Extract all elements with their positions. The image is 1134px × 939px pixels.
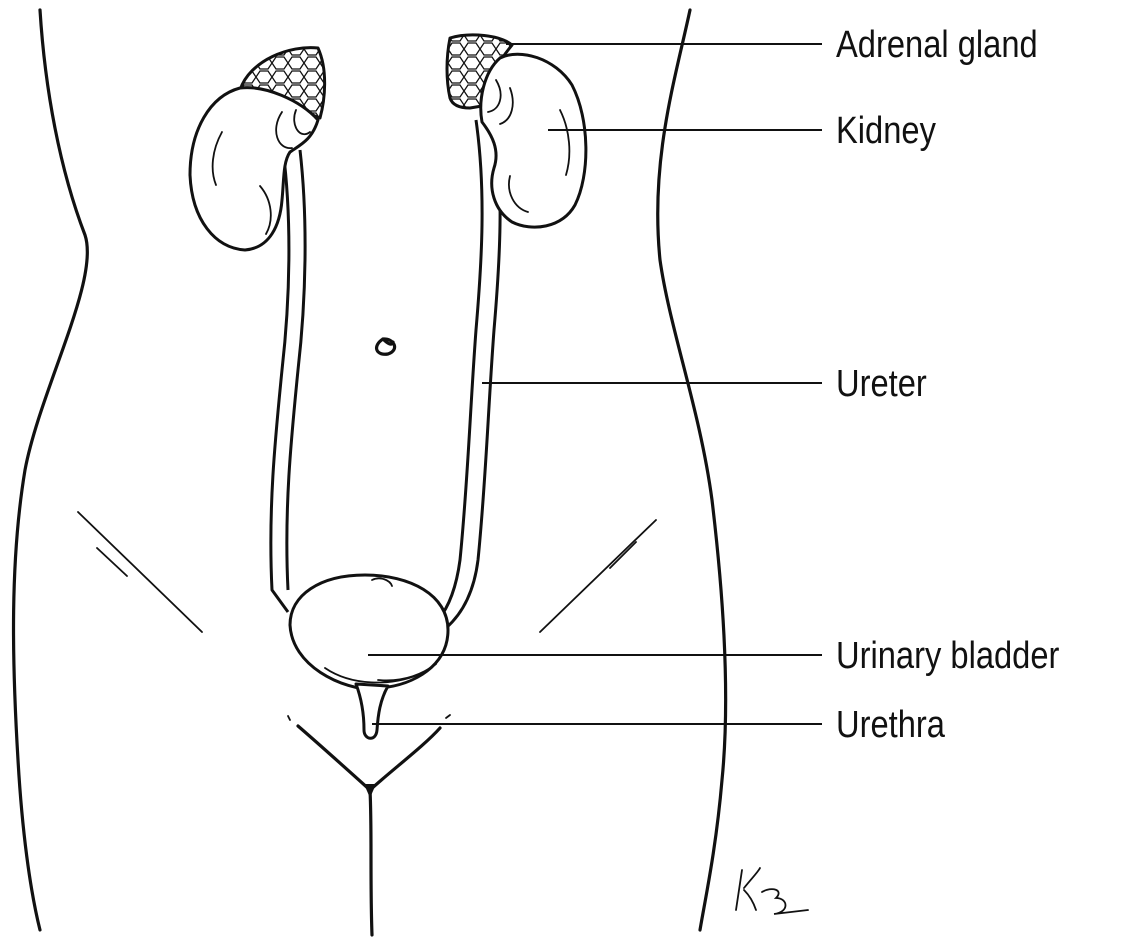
crotch-knot xyxy=(364,784,376,798)
body-outline-right xyxy=(658,10,726,930)
hip-line-right-inner xyxy=(610,542,636,568)
body-outline-left xyxy=(14,10,88,930)
hip-line-right xyxy=(540,520,656,632)
hip-line-left xyxy=(78,512,202,632)
urethra xyxy=(356,684,388,738)
label-ureter: Ureter xyxy=(836,365,927,403)
label-urinary-bladder: Urinary bladder xyxy=(836,637,1059,675)
groin-right-tick xyxy=(446,715,450,718)
left-kidney xyxy=(190,88,318,250)
crotch-line xyxy=(370,790,372,935)
groin-left xyxy=(288,716,290,720)
right-ureter xyxy=(438,120,500,628)
label-adrenal-gland: Adrenal gland xyxy=(836,26,1038,64)
label-urethra: Urethra xyxy=(836,706,945,744)
navel xyxy=(377,339,395,354)
hip-line-left-inner xyxy=(97,548,127,576)
label-kidney: Kidney xyxy=(836,112,936,150)
artist-signature xyxy=(736,868,808,914)
